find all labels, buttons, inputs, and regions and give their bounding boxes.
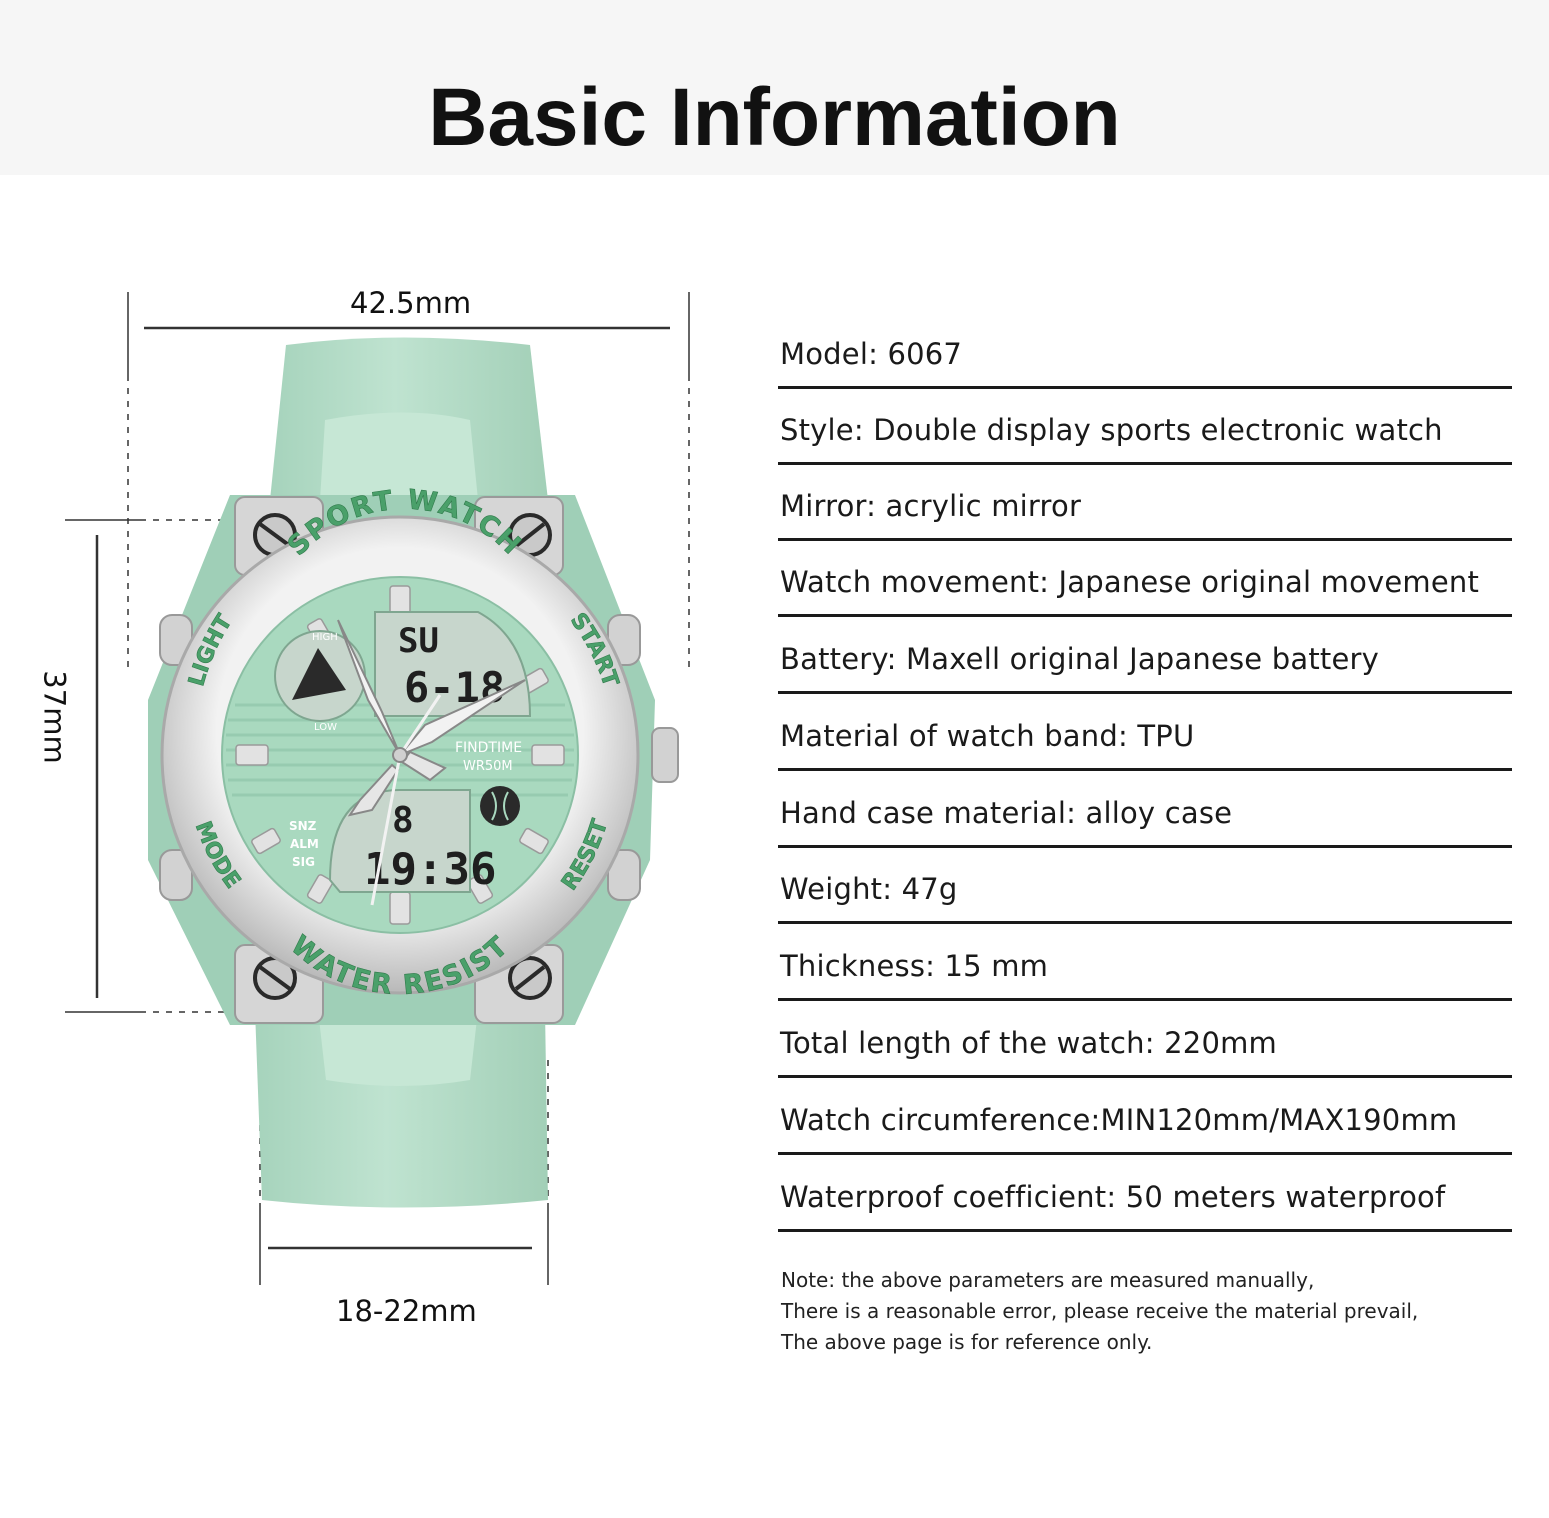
indicator-sig: SIG	[292, 855, 315, 869]
hour-markers	[235, 585, 565, 925]
water-rating: WR50M	[463, 759, 513, 774]
spec-text: Total length of the watch: 220mm	[780, 1026, 1278, 1060]
side-pushers	[159, 614, 679, 901]
spec-text: Thickness: 15 mm	[780, 949, 1049, 983]
spec-row: Total length of the watch: 220mm	[778, 1009, 1512, 1078]
spec-row: Model: 6067	[778, 320, 1512, 389]
case-screws	[253, 513, 552, 1000]
spec-text: Watch movement: Japanese original moveme…	[780, 565, 1480, 599]
spec-text: Watch circumference:MIN120mm/MAX190mm	[780, 1103, 1458, 1137]
sub-dial-low: LOW	[314, 722, 337, 733]
lcd-seconds: 8	[392, 800, 414, 841]
spec-row: Material of watch band: TPU	[778, 702, 1512, 771]
page-title: Basic Information	[428, 72, 1121, 163]
brand-name: FINDTIME	[455, 740, 522, 756]
spec-text: Weight: 47g	[780, 872, 958, 906]
disclaimer-note: Note: the above parameters are measured …	[781, 1265, 1521, 1358]
watch-strap	[255, 337, 548, 1208]
spec-text: Mirror: acrylic mirror	[780, 489, 1082, 523]
indicator-snz: SNZ	[289, 819, 317, 833]
spec-row: Watch movement: Japanese original moveme…	[778, 548, 1512, 617]
header-band	[0, 0, 1549, 175]
spec-row: Mirror: acrylic mirror	[778, 472, 1512, 541]
spec-text: Hand case material: alloy case	[780, 796, 1233, 830]
note-line: The above page is for reference only.	[781, 1330, 1153, 1354]
indicator-alm: ALM	[290, 837, 319, 851]
spec-text: Waterproof coefficient: 50 meters waterp…	[780, 1180, 1446, 1214]
note-line: Note: the above parameters are measured …	[781, 1268, 1315, 1292]
dimension-band-width: 18-22mm	[336, 1294, 477, 1328]
sub-dial-high: HIGH	[312, 632, 338, 643]
sub-dial-icon	[292, 648, 346, 700]
lcd-date: 6-18	[404, 663, 505, 712]
spec-text: Material of watch band: TPU	[780, 719, 1195, 753]
spec-text: Model: 6067	[780, 337, 963, 371]
lcd-upper	[374, 611, 532, 717]
watch-hands	[337, 619, 526, 906]
spec-row: Battery: Maxell original Japanese batter…	[778, 625, 1512, 694]
watch-figure: SPORT WATCH WATER RESIST LIGHT START MOD…	[65, 292, 690, 1285]
lcd-day: SU	[398, 621, 439, 661]
brand-logo-icon	[480, 786, 520, 826]
spec-text: Style: Double display sports electronic …	[780, 413, 1443, 447]
note-line: There is a reasonable error, please rece…	[781, 1299, 1419, 1323]
lcd-time: 19:36	[364, 844, 496, 895]
dimension-case-width: 42.5mm	[350, 286, 472, 320]
spec-text: Battery: Maxell original Japanese batter…	[780, 642, 1380, 676]
spec-row: Weight: 47g	[778, 855, 1512, 924]
dimension-lines	[65, 292, 690, 1285]
spec-row: Thickness: 15 mm	[778, 932, 1512, 1001]
spec-row: Waterproof coefficient: 50 meters waterp…	[778, 1163, 1512, 1232]
spec-row: Style: Double display sports electronic …	[778, 396, 1512, 465]
spec-row: Hand case material: alloy case	[778, 779, 1512, 848]
dimension-case-height: 37mm	[37, 670, 72, 764]
spec-row: Watch circumference:MIN120mm/MAX190mm	[778, 1086, 1512, 1155]
